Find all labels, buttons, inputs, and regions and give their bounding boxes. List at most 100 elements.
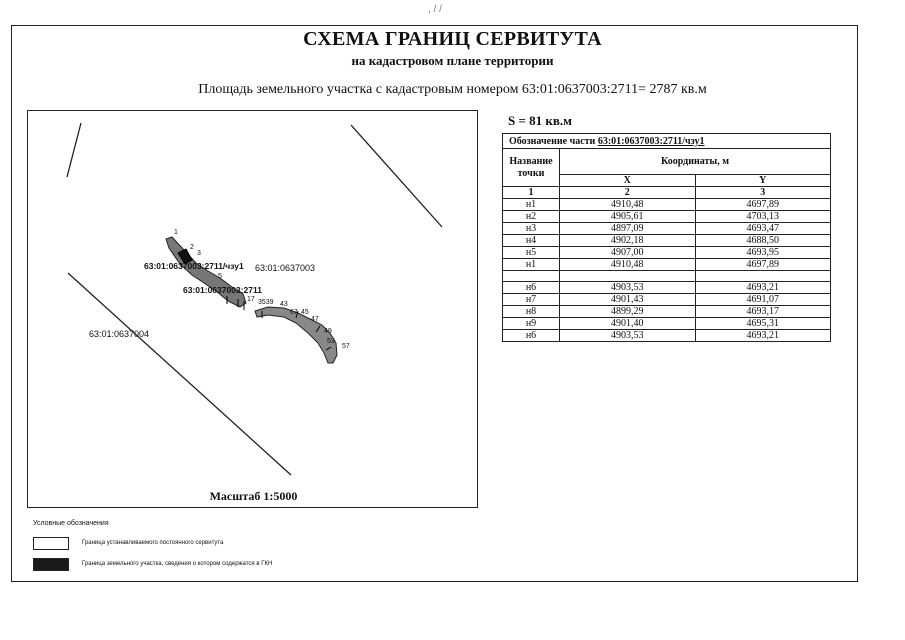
table-row-empty [502,270,831,282]
parcel-ticks [226,296,332,351]
point-y: 4697,89 [694,258,831,271]
point-x: 4910,48 [559,258,696,271]
map-drawing [66,122,443,476]
table-row: н7 4901,43 4691,07 [502,293,831,306]
point-name: н5 [502,246,560,259]
point-x: 4910,48 [559,198,696,211]
map-label-block-0637004: 63:01:0637004 [89,329,150,339]
point-label: 47 [311,316,319,323]
point-y: 4695,31 [694,317,831,330]
header-point-name: Название точки [502,148,560,187]
table-row: н5 4907,00 4693,95 [502,246,831,259]
table-row: н1 4910,48 4697,89 [502,258,831,271]
map-scale: Масштаб 1:5000 [209,489,298,503]
parcel-area-line: Площадь земельного участка с кадастровым… [198,82,707,97]
column-number: 2 [559,186,696,199]
point-name [502,270,560,282]
point-y: 4693,95 [694,246,831,259]
point-y: 4688,50 [694,234,831,247]
document-title: СХЕМА ГРАНИЦ СЕРВИТУТА [303,28,602,50]
table-row: н3 4897,09 4693,47 [502,222,831,235]
header-coordinates: Координаты, м [559,148,831,175]
point-x: 4905,61 [559,210,696,223]
point-x: 4899,29 [559,305,696,318]
legend-swatch-servitude [33,537,69,550]
coordinates-table: Обозначение части 63:01:0637003:2711/чзу… [502,133,831,342]
point-label: 3539 [258,299,274,306]
column-number: 1 [502,186,560,199]
point-label: 3 [197,250,201,257]
part-label: Обозначение части [509,135,596,147]
table-row: н8 4899,29 4693,17 [502,305,831,318]
servitude-part-polygon [177,248,193,265]
point-y: 4703,13 [694,210,831,223]
point-name: н9 [502,317,560,330]
document-subtitle: на кадастровом плане территории [351,53,554,68]
point-x [559,270,696,282]
point-x: 4901,43 [559,293,696,306]
point-label: 5 [218,273,222,280]
point-y [694,270,831,282]
table-row: н4 4902,18 4688,50 [502,234,831,247]
table-header-row: Название точки Координаты, м [502,148,831,187]
servitude-area: S = 81 кв.м [508,113,573,128]
table-row: н9 4901,40 4695,31 [502,317,831,330]
header-x: X [559,174,696,187]
point-name: н1 [502,198,560,211]
boundary-line-top-left [66,122,82,178]
map-label-parcel: 63:01:0637003:2711 [183,285,262,295]
point-x: 4903,53 [559,329,696,342]
point-label: 1 [174,229,178,236]
parcel-polygon [165,236,247,308]
point-x: 4897,09 [559,222,696,235]
point-y: 4693,21 [694,281,831,294]
point-label: 17 [247,296,255,303]
point-name: н2 [502,210,560,223]
table-row: н6 4903,53 4693,21 [502,329,831,342]
legend-title: Условные обозначения [33,520,109,527]
point-name: н4 [502,234,560,247]
point-y: 4693,17 [694,305,831,318]
point-label: 57 [342,343,350,350]
page-frame [11,25,858,582]
map-label-block-0637003: 63:01:0637003 [255,263,316,273]
cadastral-map: 63:01:0637003 63:01:0637004 63:01:063700… [27,110,478,508]
legend-text-servitude: Граница устанавливаемого постоянного сер… [82,540,224,546]
legend-text-parcel: Граница земельного участка, сведения о к… [82,561,273,567]
table-header-xy-row: X Y [503,174,831,187]
point-y: 4697,89 [694,198,831,211]
point-y: 4693,21 [694,329,831,342]
point-x: 4907,00 [559,246,696,259]
point-name: н7 [502,293,560,306]
point-y: 4691,07 [694,293,831,306]
point-name: н6 [502,329,560,342]
point-label: 49 [324,328,332,335]
point-label: 2 [190,244,194,251]
point-label: 53 [327,338,335,345]
point-x: 4902,18 [559,234,696,247]
point-label: 43 [280,301,288,308]
boundary-line-top-right [350,124,443,228]
part-number: 63:01:0637003:2711/чзу1 [597,135,705,147]
part-row: Обозначение части 63:01:0637003:2711/чзу… [502,133,831,149]
boundary-line-left [67,272,292,476]
scan-mark: , / / [428,4,442,15]
point-x: 4901,40 [559,317,696,330]
point-name: н3 [502,222,560,235]
table-row: н1 4910,48 4697,89 [502,198,831,211]
legend-swatch-parcel [33,558,69,571]
point-name: н1 [502,258,560,271]
point-y: 4693,47 [694,222,831,235]
header-y: Y [694,174,831,187]
point-name: н8 [502,305,560,318]
table-row: н2 4905,61 4703,13 [502,210,831,223]
point-x: 4903,53 [559,281,696,294]
table-row: н6 4903,53 4693,21 [502,281,831,294]
point-name: н6 [502,281,560,294]
column-numbers-row: 1 2 3 [502,186,831,199]
point-label: 45 [301,309,309,316]
column-number: 3 [694,186,831,199]
map-label-servitude-part: 63:01:0637003:2711/чзу1 [144,261,244,271]
point-label: 67 [290,309,298,316]
parcel-polygon-east [254,306,338,364]
